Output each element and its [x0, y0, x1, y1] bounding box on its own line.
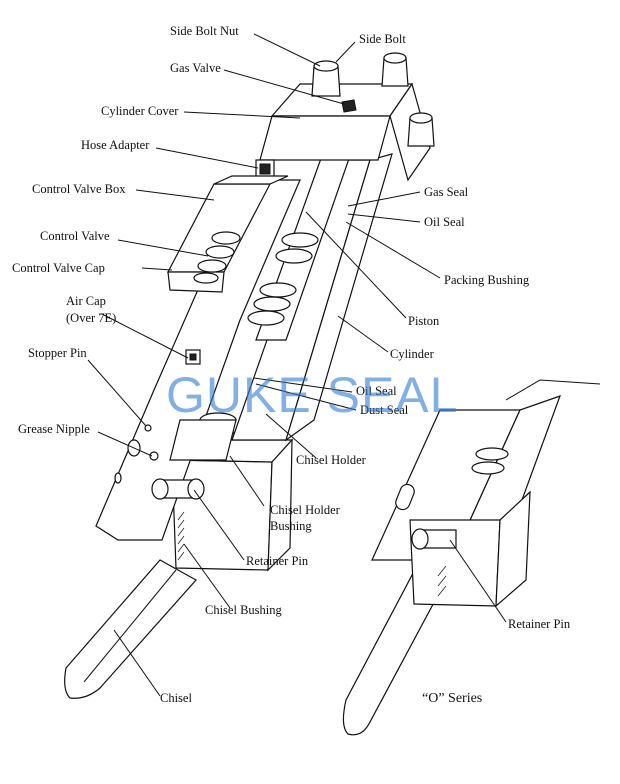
label-chisel-holder-bushing-line1: Chisel Holder: [270, 503, 341, 517]
label-side-bolt: Side Bolt: [359, 32, 406, 46]
piston-shape: [193, 142, 355, 444]
gas-valve-shape: [341, 99, 357, 113]
label-oil-seal-upper: Oil Seal: [424, 215, 465, 229]
hose-adapter-shape: [255, 159, 275, 179]
labels: Side Bolt Nut Side Bolt Gas Valve Cylind…: [12, 24, 571, 706]
label-retainer-pin-left: Retainer Pin: [246, 554, 309, 568]
retainer-pin-right-shape: [411, 528, 457, 550]
label-packing-bushing: Packing Bushing: [444, 273, 530, 287]
label-air-cap-line2: (Over 7E): [66, 311, 116, 325]
side-bolt-nuts: [311, 52, 435, 147]
label-side-bolt-nut: Side Bolt Nut: [170, 24, 239, 38]
label-hose-adapter: Hose Adapter: [81, 138, 150, 152]
label-chisel-bushing: Chisel Bushing: [205, 603, 282, 617]
label-air-cap-line1: Air Cap: [66, 294, 106, 308]
label-oil-seal-lower: Oil Seal: [356, 384, 397, 398]
label-gas-valve: Gas Valve: [170, 61, 221, 75]
o-series-slot: [395, 483, 415, 511]
label-o-series: “O” Series: [422, 691, 482, 706]
label-chisel: Chisel: [160, 691, 192, 705]
control-valve-shape: [193, 231, 241, 284]
watermark: GUKE SEAL: [166, 367, 458, 423]
main-breaker-drawing: [64, 52, 435, 699]
label-retainer-pin-right: Retainer Pin: [508, 617, 571, 631]
grease-nipple-shape: [149, 451, 159, 461]
label-piston: Piston: [408, 314, 440, 328]
label-control-valve-box: Control Valve Box: [32, 182, 126, 196]
cylinder-cover-shape: [270, 83, 414, 117]
label-cylinder: Cylinder: [390, 347, 435, 361]
label-grease-nipple: Grease Nipple: [18, 422, 90, 436]
label-chisel-holder: Chisel Holder: [296, 453, 367, 467]
label-stopper-pin: Stopper Pin: [28, 346, 87, 360]
air-cap-shape: [185, 349, 201, 365]
label-gas-seal: Gas Seal: [424, 185, 469, 199]
small-hole: [114, 472, 122, 484]
o-series-drawing: [342, 379, 601, 736]
stopper-pin-hole: [144, 424, 152, 432]
leader-lines: [87, 33, 507, 697]
retainer-pin-left-shape: [151, 478, 205, 500]
label-control-valve: Control Valve: [40, 229, 110, 243]
label-cylinder-cover: Cylinder Cover: [101, 104, 179, 118]
label-control-valve-cap: Control Valve Cap: [12, 261, 105, 275]
label-dust-seal: Dust Seal: [360, 403, 409, 417]
chisel-holder-upper: [169, 419, 237, 461]
chisel-shape: [64, 559, 197, 699]
label-chisel-holder-bushing-line2: Bushing: [270, 519, 312, 533]
